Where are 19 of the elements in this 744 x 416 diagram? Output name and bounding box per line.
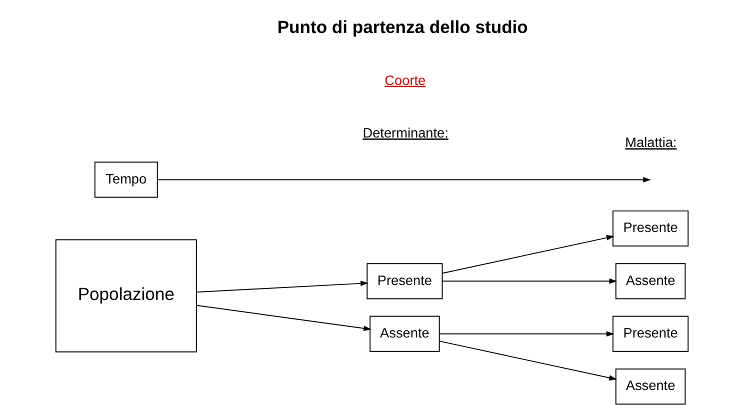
arrow (439, 331, 614, 337)
arrow (442, 235, 614, 274)
node-box: Assente (615, 368, 686, 405)
label: Coorte (384, 72, 426, 88)
node-box: Popolazione (55, 239, 197, 352)
arrow (442, 278, 618, 284)
arrow (439, 340, 617, 381)
node-box: Tempo (94, 162, 158, 198)
label: Determinante: (362, 125, 448, 140)
node-box: Assente (370, 316, 440, 352)
label: Malattia: (625, 135, 677, 150)
arrow (196, 280, 368, 293)
node-box: Assente (615, 263, 686, 300)
arrow (196, 304, 372, 332)
node-box: Presente (366, 263, 443, 300)
node-box: Presente (612, 210, 689, 247)
label: Punto di partenza dello studio (277, 16, 528, 37)
arrow (156, 176, 651, 182)
node-box: Presente (612, 316, 689, 352)
